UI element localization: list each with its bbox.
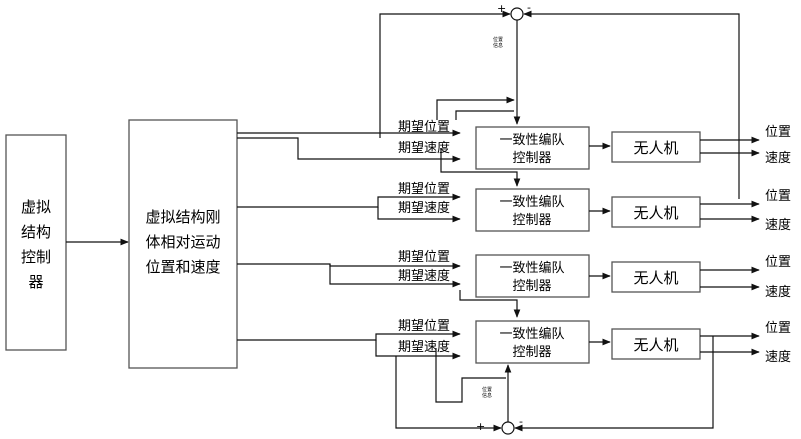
row4-velocity-wire (375, 340, 461, 360)
bottom-cross-link (435, 348, 506, 403)
top-info-label-1: 位置 (493, 36, 503, 43)
row1-position-label: 位置 (765, 125, 791, 140)
row3-position-label: 位置 (765, 255, 791, 270)
row-3: 期望位置 期望速度 一致性编队 控制器 无人机 位置 速度 (237, 249, 791, 300)
row1-uav-label: 无人机 (633, 139, 678, 157)
top-summing-junction (510, 7, 524, 21)
row4-controller-label-1: 一致性编队 (499, 327, 564, 342)
row4-uav-box (611, 328, 701, 360)
row1-controller-label-2: 控制器 (512, 151, 551, 166)
bottom-summing-junction (501, 421, 515, 435)
virtual-structure-controller-block: 虚拟 结构 控制 器 (5, 134, 67, 351)
row1-controller-label-1: 一致性编队 (499, 133, 564, 148)
row1-uav-box (611, 131, 701, 163)
row3-controller-box (475, 254, 590, 298)
top-info-label-2: 信息 (493, 42, 503, 49)
row4-position-wire (237, 330, 461, 341)
row2-controller-box (475, 188, 590, 232)
row3-uav-label: 无人机 (633, 269, 678, 287)
bottom-info-label-2: 信息 (482, 392, 492, 399)
row4-uav-label: 无人机 (633, 336, 678, 354)
row1-velocity-wire (237, 137, 461, 163)
row3-desired-velocity: 期望速度 (398, 268, 450, 284)
row3-velocity-wire (329, 264, 461, 288)
row1-desired-position: 期望位置 (398, 119, 450, 135)
row3-velocity-label: 速度 (765, 284, 791, 300)
bottom-left-feedback (395, 356, 502, 432)
row3-uav-box (611, 261, 701, 293)
rigid-body-motion-block: 虚拟结构刚 体相对运动 位置和速度 (128, 119, 238, 369)
row2-desired-position: 期望位置 (398, 181, 450, 197)
row4-controller-label-2: 控制器 (512, 345, 551, 360)
row4-velocity-label: 速度 (765, 349, 791, 365)
row2-controller-label-2: 控制器 (512, 213, 551, 228)
row2-position-label: 位置 (765, 189, 791, 204)
bottom-plus-sign: + (476, 420, 485, 433)
top-right-feedback (523, 10, 740, 199)
row4-controller-box (475, 320, 590, 364)
vsc-label-4: 器 (28, 273, 43, 291)
row4-position-label: 位置 (765, 321, 791, 336)
row2-position-wire (237, 193, 461, 208)
cross-link-2 (455, 110, 514, 120)
bottom-info-label-1: 位置 (482, 386, 492, 393)
rigid-label-3: 位置和速度 (145, 258, 220, 276)
row-2: 期望位置 期望速度 一致性编队 控制器 无人机 位置 速度 (237, 181, 791, 233)
row2-uav-box (611, 196, 701, 228)
bottom-minus-sign: - (519, 415, 523, 428)
row2-velocity-label: 速度 (765, 217, 791, 233)
row1-controller-box (475, 126, 590, 170)
vsc-label-3: 控制 (21, 248, 51, 266)
top-left-feedback (379, 10, 511, 138)
bottom-right-feedback (514, 336, 714, 432)
row2-desired-velocity: 期望速度 (398, 200, 450, 216)
row-1: 期望位置 期望速度 一致性编队 控制器 无人机 位置 速度 (237, 119, 791, 170)
rigid-label-2: 体相对运动 (145, 233, 220, 251)
row4-desired-velocity: 期望速度 (398, 339, 450, 355)
ctrl3-to-ctrl4-link (459, 290, 521, 318)
row-4: 期望位置 期望速度 一致性编队 控制器 无人机 位置 速度 (237, 318, 791, 365)
vsc-label-2: 结构 (21, 223, 51, 241)
rigid-label-1: 虚拟结构刚 (145, 208, 220, 226)
vsc-label-1: 虚拟 (21, 198, 51, 216)
row2-uav-label: 无人机 (633, 204, 678, 222)
row3-desired-position: 期望位置 (398, 249, 450, 265)
row3-controller-label-2: 控制器 (512, 279, 551, 294)
row2-velocity-wire (377, 207, 461, 223)
top-minus-sign: - (527, 1, 531, 14)
top-plus-sign: + (497, 2, 506, 15)
row4-desired-position: 期望位置 (398, 318, 450, 334)
row2-controller-label-1: 一致性编队 (499, 195, 564, 210)
ctrl1-to-ctrl2-link (440, 148, 521, 187)
row1-velocity-label: 速度 (765, 150, 791, 166)
cross-link-1 (436, 96, 515, 120)
row1-desired-velocity: 期望速度 (398, 140, 450, 156)
row3-controller-label-1: 一致性编队 (499, 261, 564, 276)
